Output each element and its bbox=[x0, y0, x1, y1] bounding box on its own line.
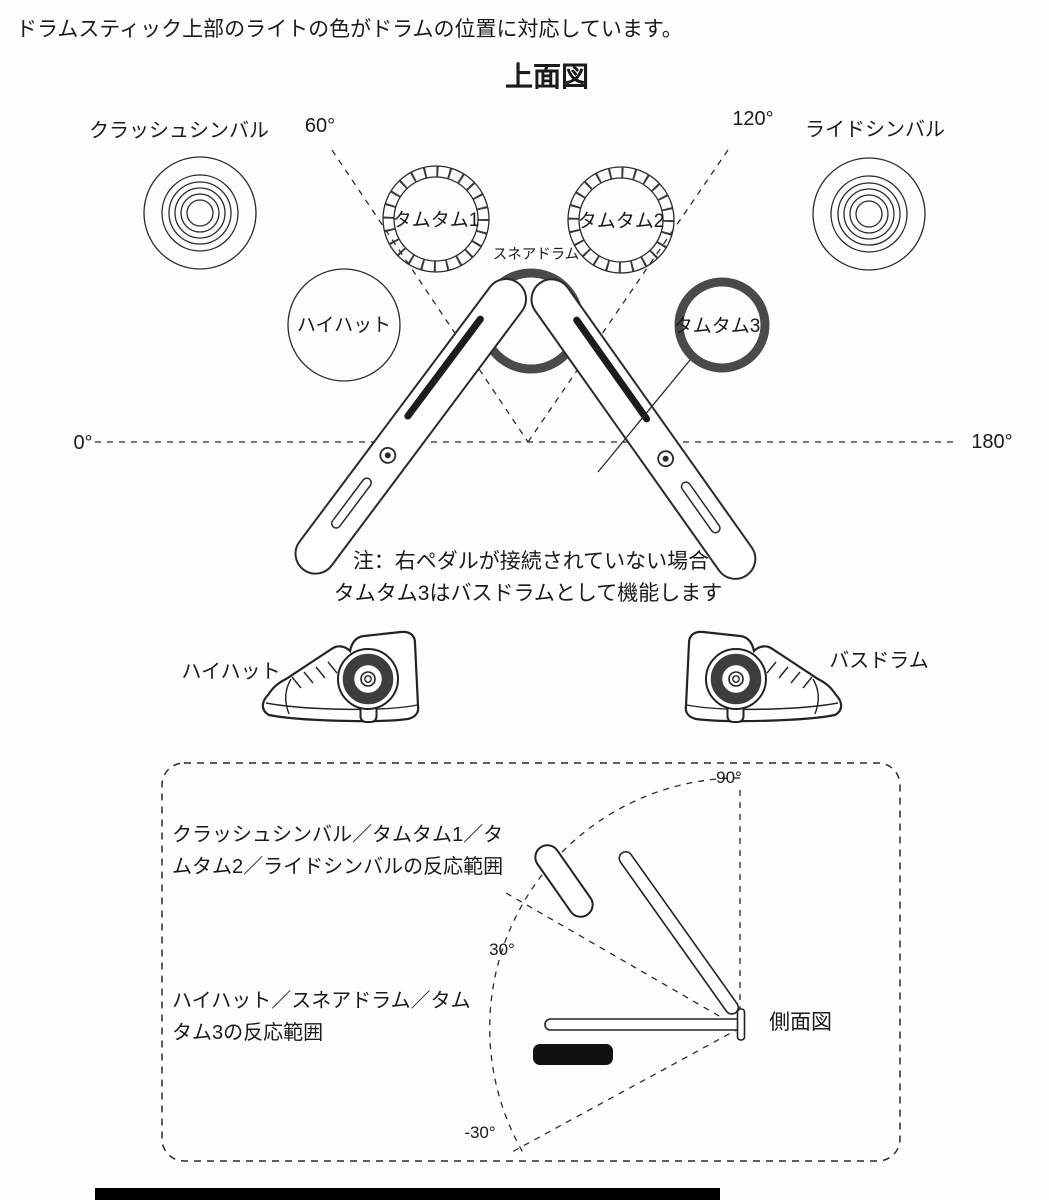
lower-range-text-line1: ハイハット／スネアドラム／タム bbox=[172, 989, 471, 1012]
crash-cymbal bbox=[143, 156, 257, 270]
detached-stick bbox=[534, 844, 594, 918]
angle-30-label: 30° bbox=[489, 940, 515, 959]
snare-label: スネアドラム bbox=[493, 246, 580, 263]
left-shoe bbox=[263, 632, 418, 722]
tom2-circle bbox=[567, 166, 675, 274]
ride-cymbal-label: ライドシンバル bbox=[805, 119, 945, 141]
upper-range-text-line1: クラッシュシンバル／タムタム1／タ bbox=[172, 823, 503, 846]
tom1-label: タムタム1 bbox=[393, 209, 480, 231]
side-view-panel bbox=[161, 762, 901, 1162]
tom3-leader-line bbox=[597, 359, 691, 473]
right-shoe bbox=[686, 632, 841, 722]
angle-90-label: 90° bbox=[716, 768, 742, 787]
stick-tip-bar bbox=[736, 1008, 746, 1041]
tom3-circle bbox=[674, 277, 770, 373]
hihat-circle bbox=[287, 268, 401, 382]
angle-180-label: 180° bbox=[971, 431, 1012, 453]
crash-cymbal-label: クラッシュシンバル bbox=[89, 119, 269, 142]
foot-pedal-bar bbox=[533, 1044, 613, 1065]
angle-neg30-label: -30° bbox=[464, 1123, 495, 1142]
tom1-circle bbox=[382, 165, 490, 273]
side-range-arc bbox=[489, 777, 741, 1154]
upper-range-text-line2: ムタム2／ライドシンバルの反応範囲 bbox=[172, 855, 503, 878]
angle-120-label: 120° bbox=[732, 108, 773, 130]
angle-60-label: 60° bbox=[305, 115, 335, 137]
side-30-line bbox=[505, 892, 741, 1029]
bottom-black-bar bbox=[95, 1188, 720, 1200]
side-neg30-line bbox=[511, 1027, 741, 1153]
right-pedal-label: バスドラム bbox=[829, 650, 928, 672]
tilted-stick bbox=[618, 850, 740, 1015]
lower-range-text-line2: タム3の反応範囲 bbox=[172, 1021, 323, 1044]
ride-cymbal bbox=[812, 157, 926, 271]
horizontal-stick bbox=[544, 1018, 744, 1031]
tom3-label: タムタム3 bbox=[674, 315, 761, 337]
angle-0-label: 0° bbox=[73, 432, 92, 454]
side-view-title: 側面図 bbox=[769, 1011, 832, 1034]
note-line-2: タムタム3はバスドラムとして機能します bbox=[334, 582, 722, 605]
angle-60-line bbox=[331, 149, 529, 443]
note-line-1: 注：右ペダルが接続されていない場合 bbox=[353, 550, 709, 573]
left-pedal-label: ハイハット bbox=[181, 661, 280, 683]
intro-text: ドラムスティック上部のライトの色がドラムの位置に対応しています。 bbox=[16, 18, 683, 41]
tom2-label: タムタム2 bbox=[578, 210, 665, 232]
hihat-label: ハイハット bbox=[297, 315, 391, 336]
top-view-title: 上面図 bbox=[505, 61, 589, 92]
